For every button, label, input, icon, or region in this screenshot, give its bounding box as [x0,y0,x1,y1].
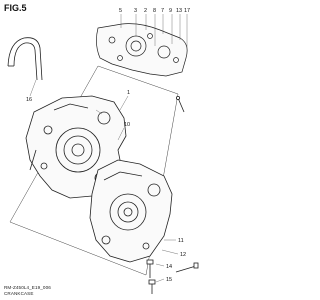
callout-17: 17 [184,8,190,14]
crankcase-half-right [89,159,173,263]
callout-10: 10 [124,122,130,128]
callout-8: 8 [153,8,156,14]
crankcase-half-small [96,23,188,77]
bolt-lower-middle [146,259,154,278]
leader-lines [29,14,188,283]
callout-12: 12 [180,252,186,258]
callout-9: 9 [169,8,172,14]
callout-13: 13 [176,8,182,14]
callout-11: 11 [178,238,184,244]
diagram-title: CRANKCASE [4,291,34,296]
parts-diagram: FIG.5 [4,3,199,296]
callout-16: 16 [26,97,32,103]
breather-hose [7,37,43,81]
figure-label: FIG.5 [4,3,27,13]
callout-1: 1 [127,90,130,96]
callout-5: 5 [119,8,122,14]
callout-7: 7 [161,8,164,14]
callout-15: 15 [166,277,172,283]
bolt-lower-left [148,279,156,294]
bolt-upper-right [175,96,185,113]
crankcase-drawing: 5 3 2 8 7 9 13 17 16 1 10 11 12 14 15 [7,8,199,294]
callout-14: 14 [166,264,172,270]
bolt-lower-right [175,262,199,273]
callout-3: 3 [134,8,137,14]
callout-2: 2 [144,8,147,14]
diagram-code: RM-Z450L4_E19_006 [4,285,51,290]
